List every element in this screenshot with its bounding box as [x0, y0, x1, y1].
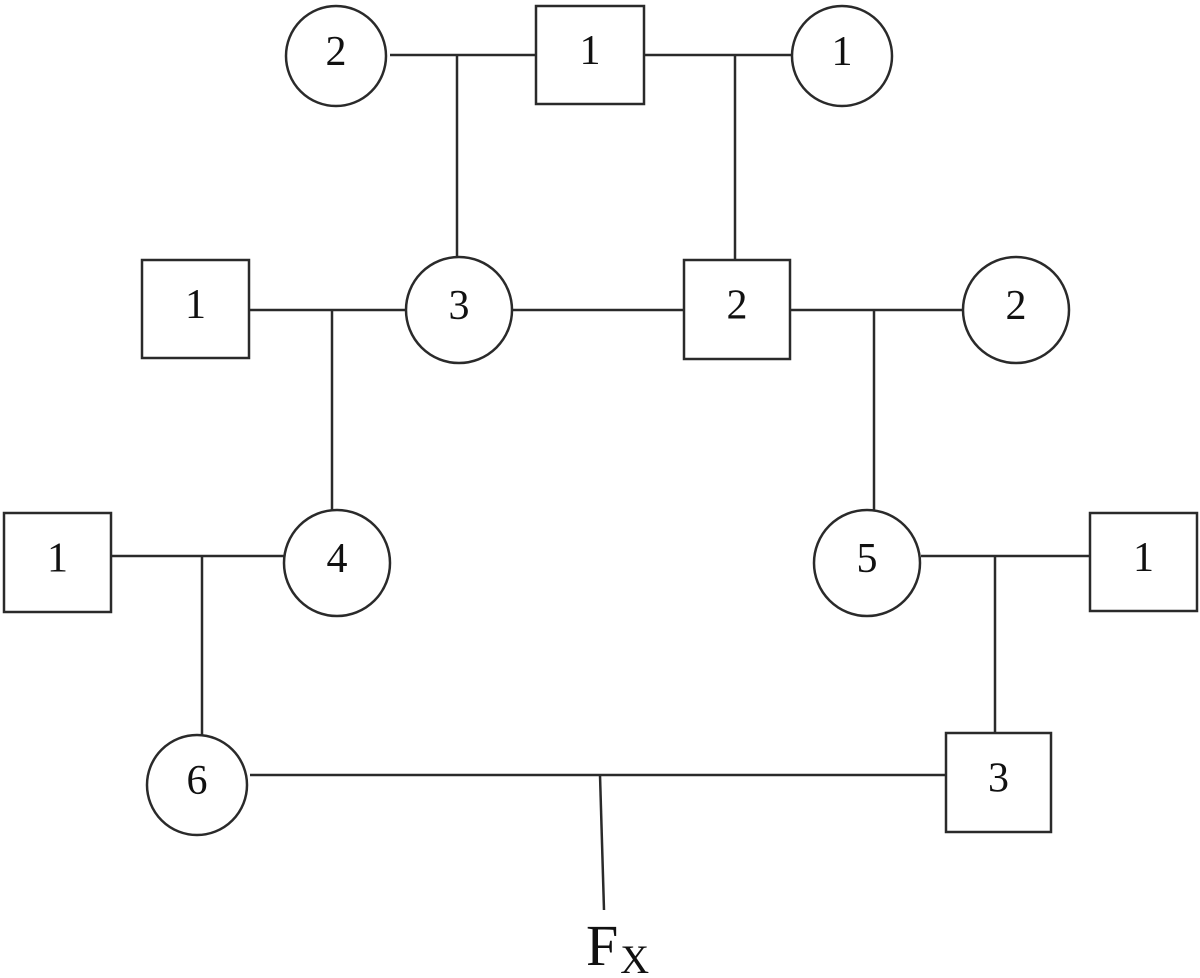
- pedigree-individuals: 2 1 1 1 3 2 2 1 4 5 1 6 3: [2, 4, 1199, 837]
- individual-label: 1: [832, 29, 853, 75]
- offspring-label: FX: [586, 913, 649, 978]
- square-symbol: [682, 258, 792, 361]
- descent-line-offspring: [598, 774, 606, 911]
- male-individual-g3-male-left: 1: [2, 511, 113, 614]
- square-symbol: [140, 258, 251, 360]
- square-symbol: [2, 511, 113, 614]
- male-individual-g2-male: 2: [682, 258, 792, 361]
- circle-symbol: [145, 733, 249, 837]
- male-individual-g1-male: 1: [534, 4, 646, 106]
- male-individual-g2-male-left: 1: [140, 258, 251, 360]
- individual-label: 4: [327, 536, 348, 582]
- offspring-label-subscript: X: [620, 937, 649, 978]
- circle-symbol: [404, 255, 514, 365]
- female-individual-g1-female-right: 1: [790, 4, 894, 108]
- male-individual-g3-male-right: 1: [1088, 511, 1199, 613]
- individual-label: 3: [449, 283, 470, 329]
- circle-symbol: [282, 508, 392, 618]
- individual-label: 1: [1133, 535, 1154, 581]
- individual-label: 1: [47, 536, 68, 582]
- individual-label: 1: [185, 282, 206, 328]
- offspring-label-main: F: [586, 913, 618, 978]
- square-symbol: [1088, 511, 1199, 613]
- pedigree-lines: [110, 53, 1090, 911]
- square-symbol: [534, 4, 646, 106]
- female-individual-g3-female-right: 5: [812, 508, 922, 618]
- female-individual-g2-female: 3: [404, 255, 514, 365]
- female-individual-g1-female-left: 2: [284, 4, 388, 108]
- circle-symbol: [812, 508, 922, 618]
- individual-label: 2: [326, 29, 347, 75]
- circle-symbol: [284, 4, 388, 108]
- individual-label: 1: [580, 28, 601, 74]
- individual-label: 5: [857, 536, 878, 582]
- square-symbol: [944, 731, 1053, 834]
- male-individual-g4-male: 3: [944, 731, 1053, 834]
- individual-label: 3: [988, 756, 1009, 802]
- circle-symbol: [961, 255, 1071, 365]
- female-individual-g2-female-right: 2: [961, 255, 1071, 365]
- circle-symbol: [790, 4, 894, 108]
- individual-label: 6: [187, 758, 208, 804]
- individual-label: 2: [1006, 283, 1027, 329]
- female-individual-g4-female: 6: [145, 733, 249, 837]
- individual-label: 2: [727, 283, 748, 329]
- female-individual-g3-female-left: 4: [282, 508, 392, 618]
